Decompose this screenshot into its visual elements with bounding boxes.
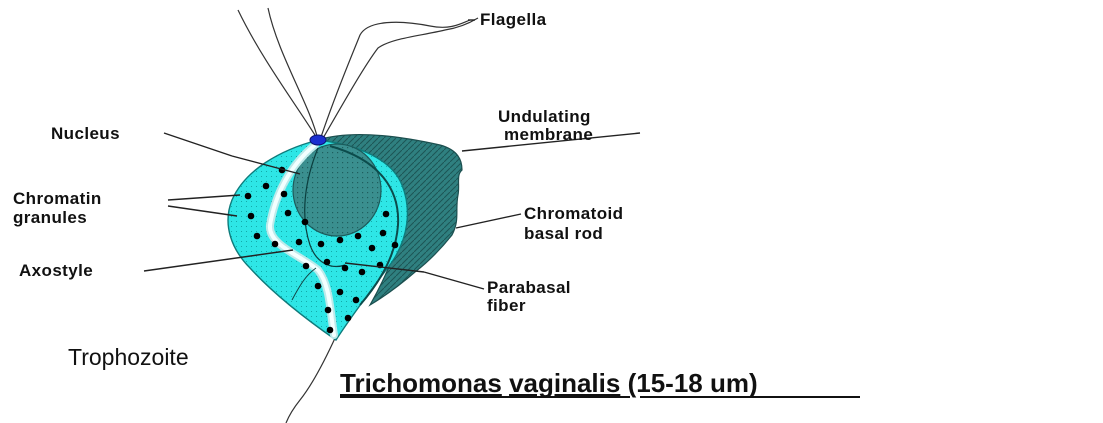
label-parabasal-2: fiber: [487, 296, 526, 315]
label-flagella: Flagella: [480, 10, 547, 29]
title-species: vaginalis: [509, 368, 620, 398]
label-undulating-membrane-2: membrane: [504, 125, 593, 144]
title-genus: Trichomonas: [340, 368, 502, 398]
title-size: (15-18 um): [628, 368, 758, 398]
label-nucleus: Nucleus: [51, 124, 120, 143]
label-parabasal-1: Parabasal: [487, 278, 571, 297]
label-axostyle: Axostyle: [19, 261, 93, 280]
label-chromatin-1: Chromatin: [13, 189, 102, 208]
label-chromatin-2: granules: [13, 208, 87, 227]
label-undulating-membrane-1: Undulating: [498, 107, 591, 126]
label-chromatoid-2: basal rod: [524, 224, 603, 243]
figure-title: Trichomonas vaginalis (15-18 um): [340, 368, 758, 398]
label-chromatoid-1: Chromatoid: [524, 204, 623, 223]
blepharoplast: [310, 135, 326, 145]
label-trophozoite: Trophozoite: [68, 344, 189, 370]
